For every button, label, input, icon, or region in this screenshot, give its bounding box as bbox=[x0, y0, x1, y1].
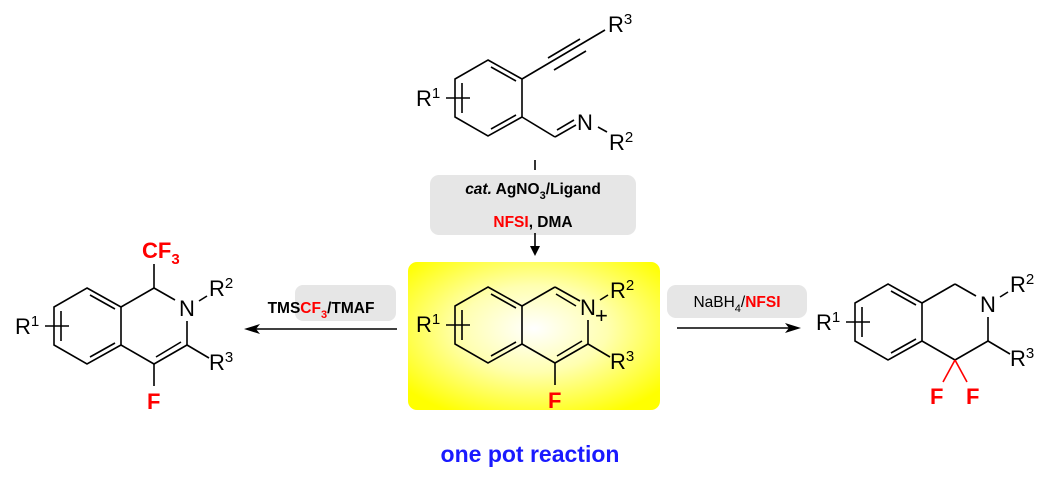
right-product: R1 N R2 R3 F F bbox=[816, 271, 1034, 409]
fluorine-label-1: F bbox=[930, 384, 943, 409]
n-label: N bbox=[980, 292, 996, 317]
fluorine-label-2: F bbox=[966, 384, 979, 409]
caption: one pot reaction bbox=[441, 441, 620, 467]
intermediate-highlight bbox=[408, 262, 660, 410]
cf3-label: CF3 bbox=[142, 238, 180, 268]
r3-label: R3 bbox=[610, 348, 634, 374]
fluorine-label: F bbox=[548, 388, 561, 413]
left-conditions-box bbox=[295, 285, 396, 321]
r1-label: R1 bbox=[816, 309, 840, 335]
imine-n-label: N bbox=[577, 110, 593, 135]
right-conditions-box bbox=[667, 285, 807, 318]
step1-line1: cat. AgNO3/Ligand bbox=[465, 181, 601, 202]
n-label: N bbox=[580, 295, 596, 320]
r2-label: R2 bbox=[209, 275, 233, 301]
starting-material: R1 R3 N R2 bbox=[416, 11, 633, 170]
r2-label: R2 bbox=[609, 129, 633, 155]
r1-label: R1 bbox=[416, 311, 440, 337]
right-arrow-head bbox=[785, 323, 801, 333]
r1-label: R1 bbox=[15, 313, 39, 339]
step1-line2: NFSI, DMA bbox=[493, 214, 572, 231]
left-arrow-head bbox=[244, 324, 260, 334]
fluorine-label: F bbox=[147, 389, 160, 414]
benzene-ring bbox=[445, 59, 523, 137]
r2-label: R2 bbox=[1010, 271, 1034, 297]
r1-label: R1 bbox=[416, 85, 440, 111]
conditions-box bbox=[430, 175, 636, 235]
right-conditions: NaBH4/NFSI bbox=[693, 294, 780, 315]
r3-label: R3 bbox=[209, 349, 233, 375]
intermediate-isoquinolinium: R1 N + R2 R3 F bbox=[416, 277, 634, 413]
positive-charge: + bbox=[595, 303, 608, 328]
r3-label: R3 bbox=[608, 11, 632, 37]
left-conditions: TMSCF3/TMAF bbox=[268, 300, 375, 321]
n-label: N bbox=[179, 296, 195, 321]
r3-label: R3 bbox=[1010, 345, 1034, 371]
left-product: R1 N R2 R3 F CF3 bbox=[15, 238, 233, 414]
r2-label: R2 bbox=[610, 277, 634, 303]
down-arrow-head bbox=[530, 246, 540, 256]
